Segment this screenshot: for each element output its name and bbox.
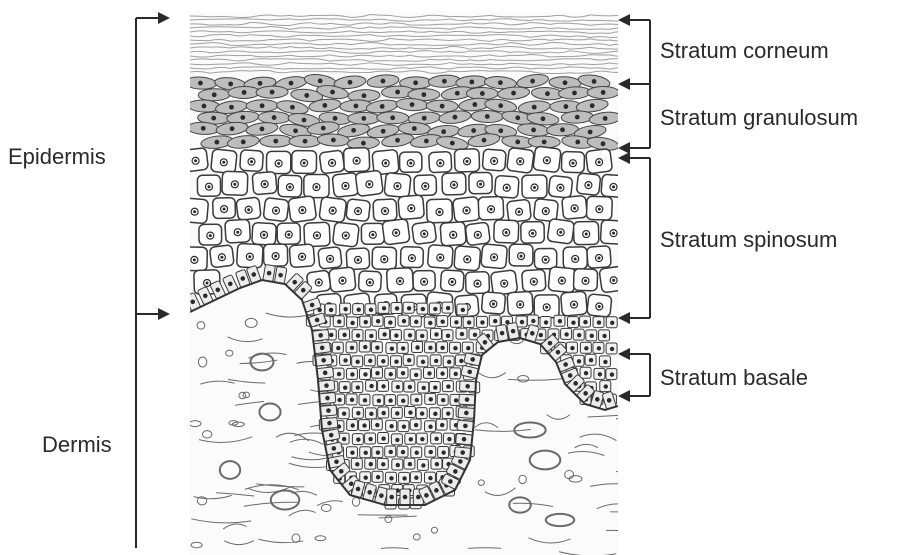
skin-tissue-illustration	[181, 12, 671, 555]
stratum-corneum-label: Stratum corneum	[660, 40, 829, 62]
right-arrowheads	[618, 14, 630, 402]
stratum-spinosum-label: Stratum spinosum	[660, 229, 837, 251]
right-brackets	[628, 20, 650, 396]
epidermis-label: Epidermis	[8, 146, 106, 168]
stratum-basale-label: Stratum basale	[660, 367, 808, 389]
left-arrowheads	[158, 12, 170, 320]
left-bracket	[136, 18, 160, 548]
stratum-granulosum-label: Stratum granulosum	[660, 107, 858, 129]
dermis-label: Dermis	[42, 434, 112, 456]
